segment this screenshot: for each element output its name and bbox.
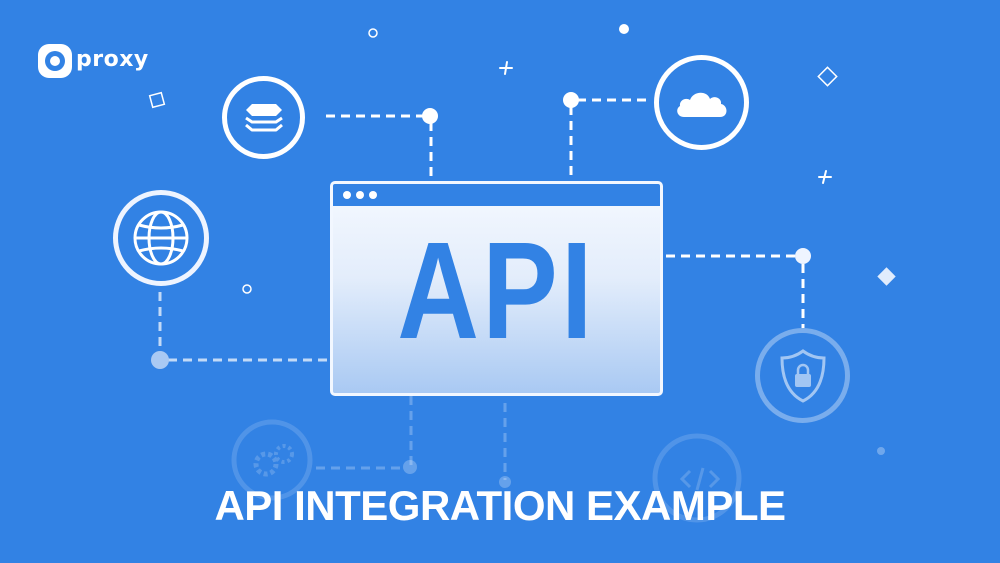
- window-dot: [343, 191, 351, 199]
- cloud-icon: [676, 92, 726, 117]
- node-cloud: [654, 55, 749, 150]
- node-security: [755, 328, 850, 423]
- globe-icon: [133, 210, 189, 266]
- gears-icon: [250, 440, 298, 480]
- brand-name: proxy: [76, 46, 149, 72]
- page-title: API INTEGRATION EXAMPLE: [214, 482, 786, 529]
- node-database-stack: [222, 76, 305, 159]
- api-label: API: [397, 214, 596, 368]
- proxy-logo-icon: [38, 44, 72, 78]
- node-web-globe: [113, 190, 209, 286]
- api-window: API: [330, 181, 663, 396]
- shield-lock-icon: [779, 348, 826, 403]
- layers-icon: [244, 103, 283, 131]
- window-title-bar: [333, 184, 660, 206]
- brand-logo: proxy: [38, 44, 149, 78]
- window-dot: [369, 191, 377, 199]
- code-icon: [679, 465, 721, 493]
- window-dot: [356, 191, 364, 199]
